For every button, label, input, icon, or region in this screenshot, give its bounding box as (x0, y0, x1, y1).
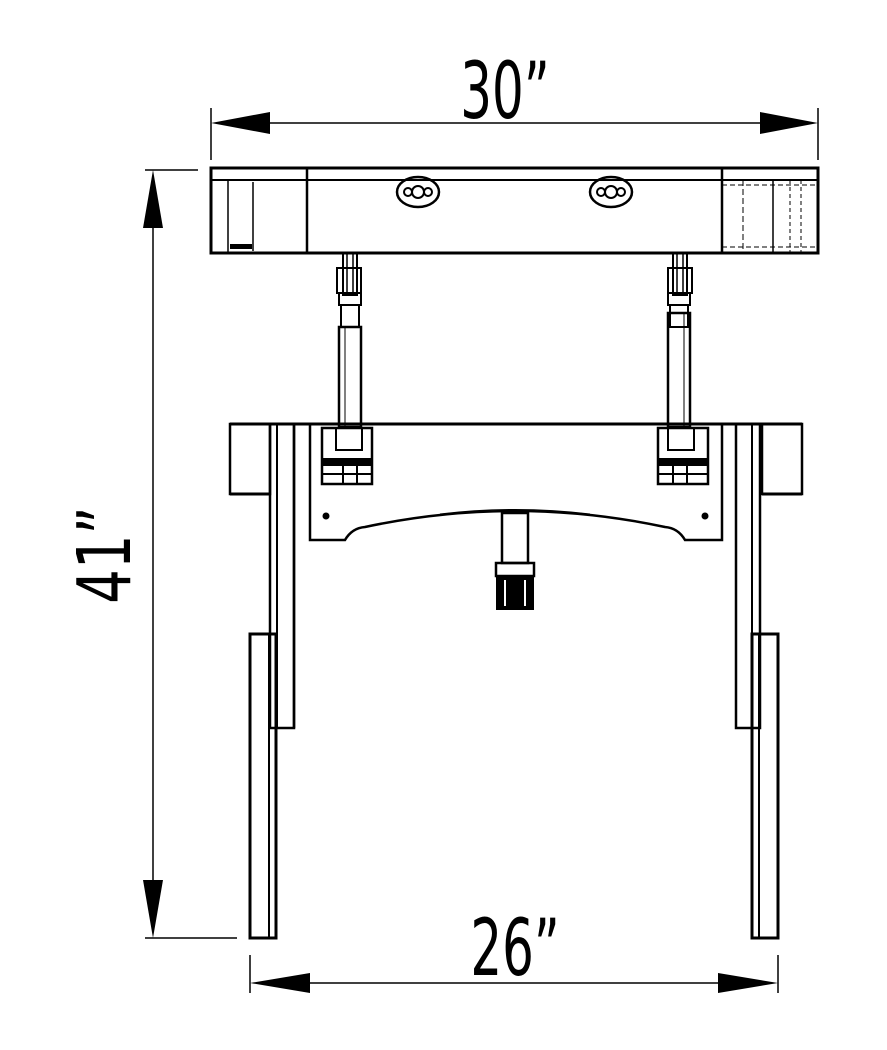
arrow-down-icon (143, 880, 163, 938)
arrow-up-icon (143, 170, 163, 228)
arrow-right-icon (718, 973, 778, 993)
bottom-width-label: 26” (470, 904, 559, 995)
bolt-icon (588, 175, 634, 209)
left-leg (248, 632, 278, 940)
right-post (666, 252, 693, 429)
top-width-dimension: 30” (210, 47, 819, 160)
top-width-label: 30” (460, 47, 549, 138)
right-leg (750, 632, 780, 940)
arrow-right-icon (760, 112, 818, 134)
right-clamp (656, 426, 710, 486)
base-frame (228, 422, 804, 730)
arrow-left-icon (211, 112, 270, 134)
height-dimension: 41” (63, 169, 237, 939)
arrow-left-icon (250, 973, 310, 993)
top-tray (209, 166, 820, 255)
left-clamp (320, 426, 374, 486)
height-label: 41” (63, 506, 148, 603)
center-pedal (494, 511, 536, 610)
bolt-icon (395, 175, 441, 209)
bottom-width-dimension: 26” (249, 904, 779, 995)
left-post (336, 252, 363, 429)
